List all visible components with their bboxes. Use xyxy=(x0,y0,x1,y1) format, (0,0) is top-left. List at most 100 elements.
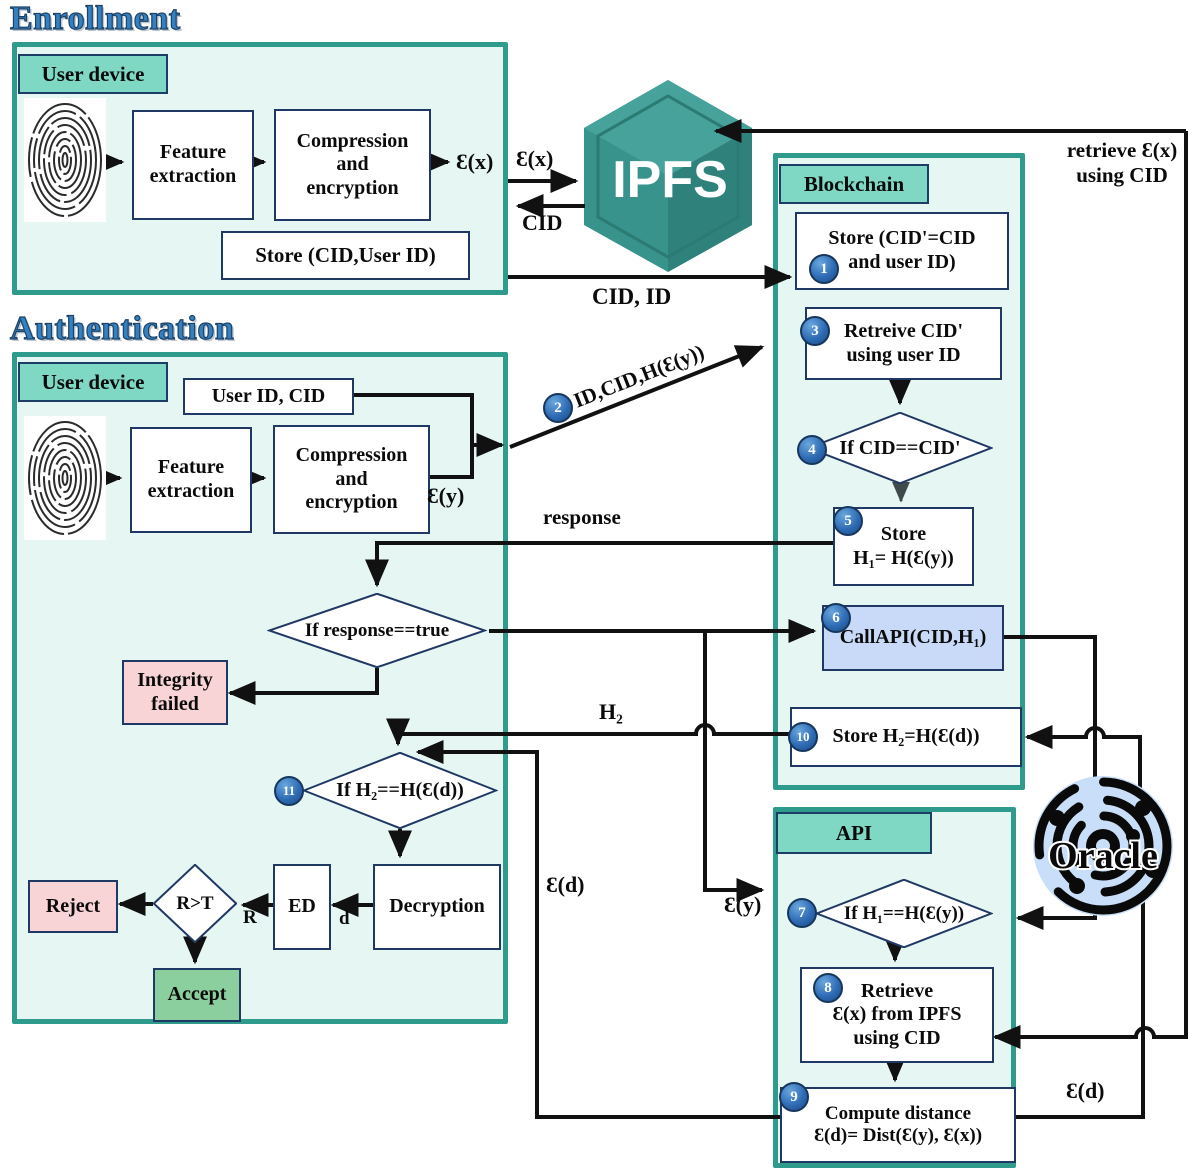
step-badge-5: 5 xyxy=(833,506,863,536)
step3-line2: using user ID xyxy=(846,343,961,366)
step-badge-9: 9 xyxy=(779,1082,809,1112)
badge-5-number: 5 xyxy=(844,512,852,529)
badge-3-number: 3 xyxy=(811,322,819,339)
feature-line2: extraction xyxy=(147,480,235,502)
callapi-box: CallAPI(CID,H₁) xyxy=(822,605,1004,671)
response-edge-label: response xyxy=(543,505,621,529)
step-badge-10: 10 xyxy=(788,722,818,752)
auth-user-device-header: User device xyxy=(18,362,168,402)
r-edge-label: R xyxy=(243,907,257,928)
feature-extraction-box-enroll: Feature extraction xyxy=(132,110,254,220)
enrollment-title: Enrollment xyxy=(9,0,181,38)
badge-7-number: 7 xyxy=(798,904,806,921)
step5-line2: H₁= H(Ɛ(y)) xyxy=(853,546,954,569)
fingerprint-image-enroll xyxy=(24,98,106,222)
step-badge-2: 2 xyxy=(543,393,573,423)
oracle-icon: Oracle xyxy=(1033,776,1173,916)
step-badge-7: 7 xyxy=(787,898,817,928)
badge-6-number: 6 xyxy=(832,609,840,626)
ed-box: ED xyxy=(273,864,331,950)
if-cid-diamond: If CID==CID' xyxy=(807,412,993,484)
step3-retrieve-cid-box: Retreive CID' using user ID xyxy=(805,307,1002,380)
store-cid-userid-box: Store (CID,User ID) xyxy=(221,231,470,280)
api-header: API xyxy=(776,812,932,854)
edge-response xyxy=(365,541,833,588)
if-response-true-label: If response==true xyxy=(304,619,450,641)
step-badge-4: 4 xyxy=(797,435,827,465)
step8-line2: Ɛ(x) from IPFS xyxy=(832,1003,962,1026)
userid-cid-label: User ID, CID xyxy=(211,384,326,407)
edge-ey-to-api xyxy=(703,631,765,902)
step-badge-11: 11 xyxy=(274,776,304,806)
decryption-label: Decryption xyxy=(389,895,485,918)
feature-line2: extraction xyxy=(149,165,237,187)
if-h2-label: If H₂==H(Ɛ(d)) xyxy=(336,779,464,801)
step9-line2: Ɛ(d)= Dist(Ɛ(y), Ɛ(x)) xyxy=(813,1125,983,1146)
badge-8-number: 8 xyxy=(824,979,832,996)
badge-10-number: 10 xyxy=(796,729,810,744)
edge-msg2-diagonal xyxy=(509,345,765,449)
ey-to-api-label: Ɛ(y) xyxy=(724,892,762,917)
authentication-title: Authentication xyxy=(9,309,235,347)
step8-line3: using CID xyxy=(853,1026,941,1049)
r-greater-t-label: R>T xyxy=(176,892,214,914)
retrieve-ex-label: retrieve Ɛ(x) using CID xyxy=(1048,138,1196,188)
cid-edge-label: CID xyxy=(522,210,563,235)
comp-line3: encryption xyxy=(306,176,399,199)
step1-store-cid-box: Store (CID'=CID and user ID) xyxy=(795,212,1009,290)
userid-cid-box: User ID, CID xyxy=(183,378,354,415)
ed-label: ED xyxy=(288,895,316,918)
if-cid-label: If CID==CID' xyxy=(839,436,961,459)
badge-11-number: 11 xyxy=(282,783,296,798)
step1-line2: and user ID) xyxy=(848,251,956,273)
edge-step9-oracle xyxy=(1012,898,1145,1119)
step-badge-3: 3 xyxy=(800,316,830,346)
callapi-label: CallAPI(CID,H₁) xyxy=(839,626,987,649)
retrieve-line1: retrieve Ɛ(x) xyxy=(1066,138,1178,162)
accept-box: Accept xyxy=(153,968,241,1022)
reject-box: Reject xyxy=(28,880,118,933)
edge-response-false-integrity xyxy=(227,668,379,705)
ex-output-label: Ɛ(x) xyxy=(456,149,494,174)
edge-oracle-storeh2 xyxy=(1024,725,1142,792)
edge-retrieve-side xyxy=(992,131,1188,1049)
ipfs-logo xyxy=(584,80,752,272)
step-badge-1: 1 xyxy=(809,254,839,284)
edge-h2-to-diamond11 xyxy=(386,718,790,747)
accept-label: Accept xyxy=(167,983,227,1006)
step-badge-6: 6 xyxy=(821,603,851,633)
compression-encryption-box-auth: Compression and encryption xyxy=(273,425,430,534)
r-greater-t-diamond: R>T xyxy=(153,864,237,943)
step8-line1: Retrieve xyxy=(860,979,934,1002)
oracle-label: Oracle xyxy=(1048,835,1158,877)
reject-label: Reject xyxy=(45,894,101,917)
store-cid-userid-label: Store (CID,User ID) xyxy=(255,243,436,268)
integrity-failed-box: Integrity failed xyxy=(122,660,228,725)
badge-9-number: 9 xyxy=(790,1088,798,1105)
ipfs-label: IPFS xyxy=(612,151,728,209)
if-response-true-diamond: If response==true xyxy=(267,593,487,668)
d-edge-label: d xyxy=(339,908,350,929)
ed-to-oracle-label: Ɛ(d) xyxy=(1066,1078,1105,1103)
step3-line1: Retreive CID' xyxy=(843,319,964,342)
oracle-logo: Oracle xyxy=(1031,774,1175,918)
ed-to-device-label: Ɛ(d) xyxy=(546,872,585,897)
step10-label: Store H₂=H(Ɛ(d)) xyxy=(832,725,980,748)
badge-1-number: 1 xyxy=(820,260,828,277)
enroll-user-device-header: User device xyxy=(18,54,168,94)
comp-line1: Compression xyxy=(296,129,409,152)
ey-output-label: Ɛ(y) xyxy=(427,483,465,508)
step9-line1: Compute distance xyxy=(824,1102,972,1124)
edge-callapi-oracle xyxy=(1000,635,1097,800)
retrieve-line2: using CID xyxy=(1076,163,1168,187)
edge-ed-to-diamond11 xyxy=(415,740,782,1119)
feature-extraction-box-auth: Feature extraction xyxy=(130,427,252,533)
step9-compute-distance-box: Compute distance Ɛ(d)= Dist(Ɛ(y), Ɛ(x)) xyxy=(780,1087,1016,1163)
badge-4-number: 4 xyxy=(808,441,816,458)
feature-line1: Feature xyxy=(159,141,227,164)
step1-line1: Store (CID'=CID xyxy=(828,227,976,250)
comp-line2: and xyxy=(336,153,369,176)
cid-id-edge-label: CID, ID xyxy=(592,284,672,309)
ex-edge-label: Ɛ(x) xyxy=(516,146,554,171)
if-h1-diamond: If H₁==H(Ɛ(y)) xyxy=(815,879,993,948)
